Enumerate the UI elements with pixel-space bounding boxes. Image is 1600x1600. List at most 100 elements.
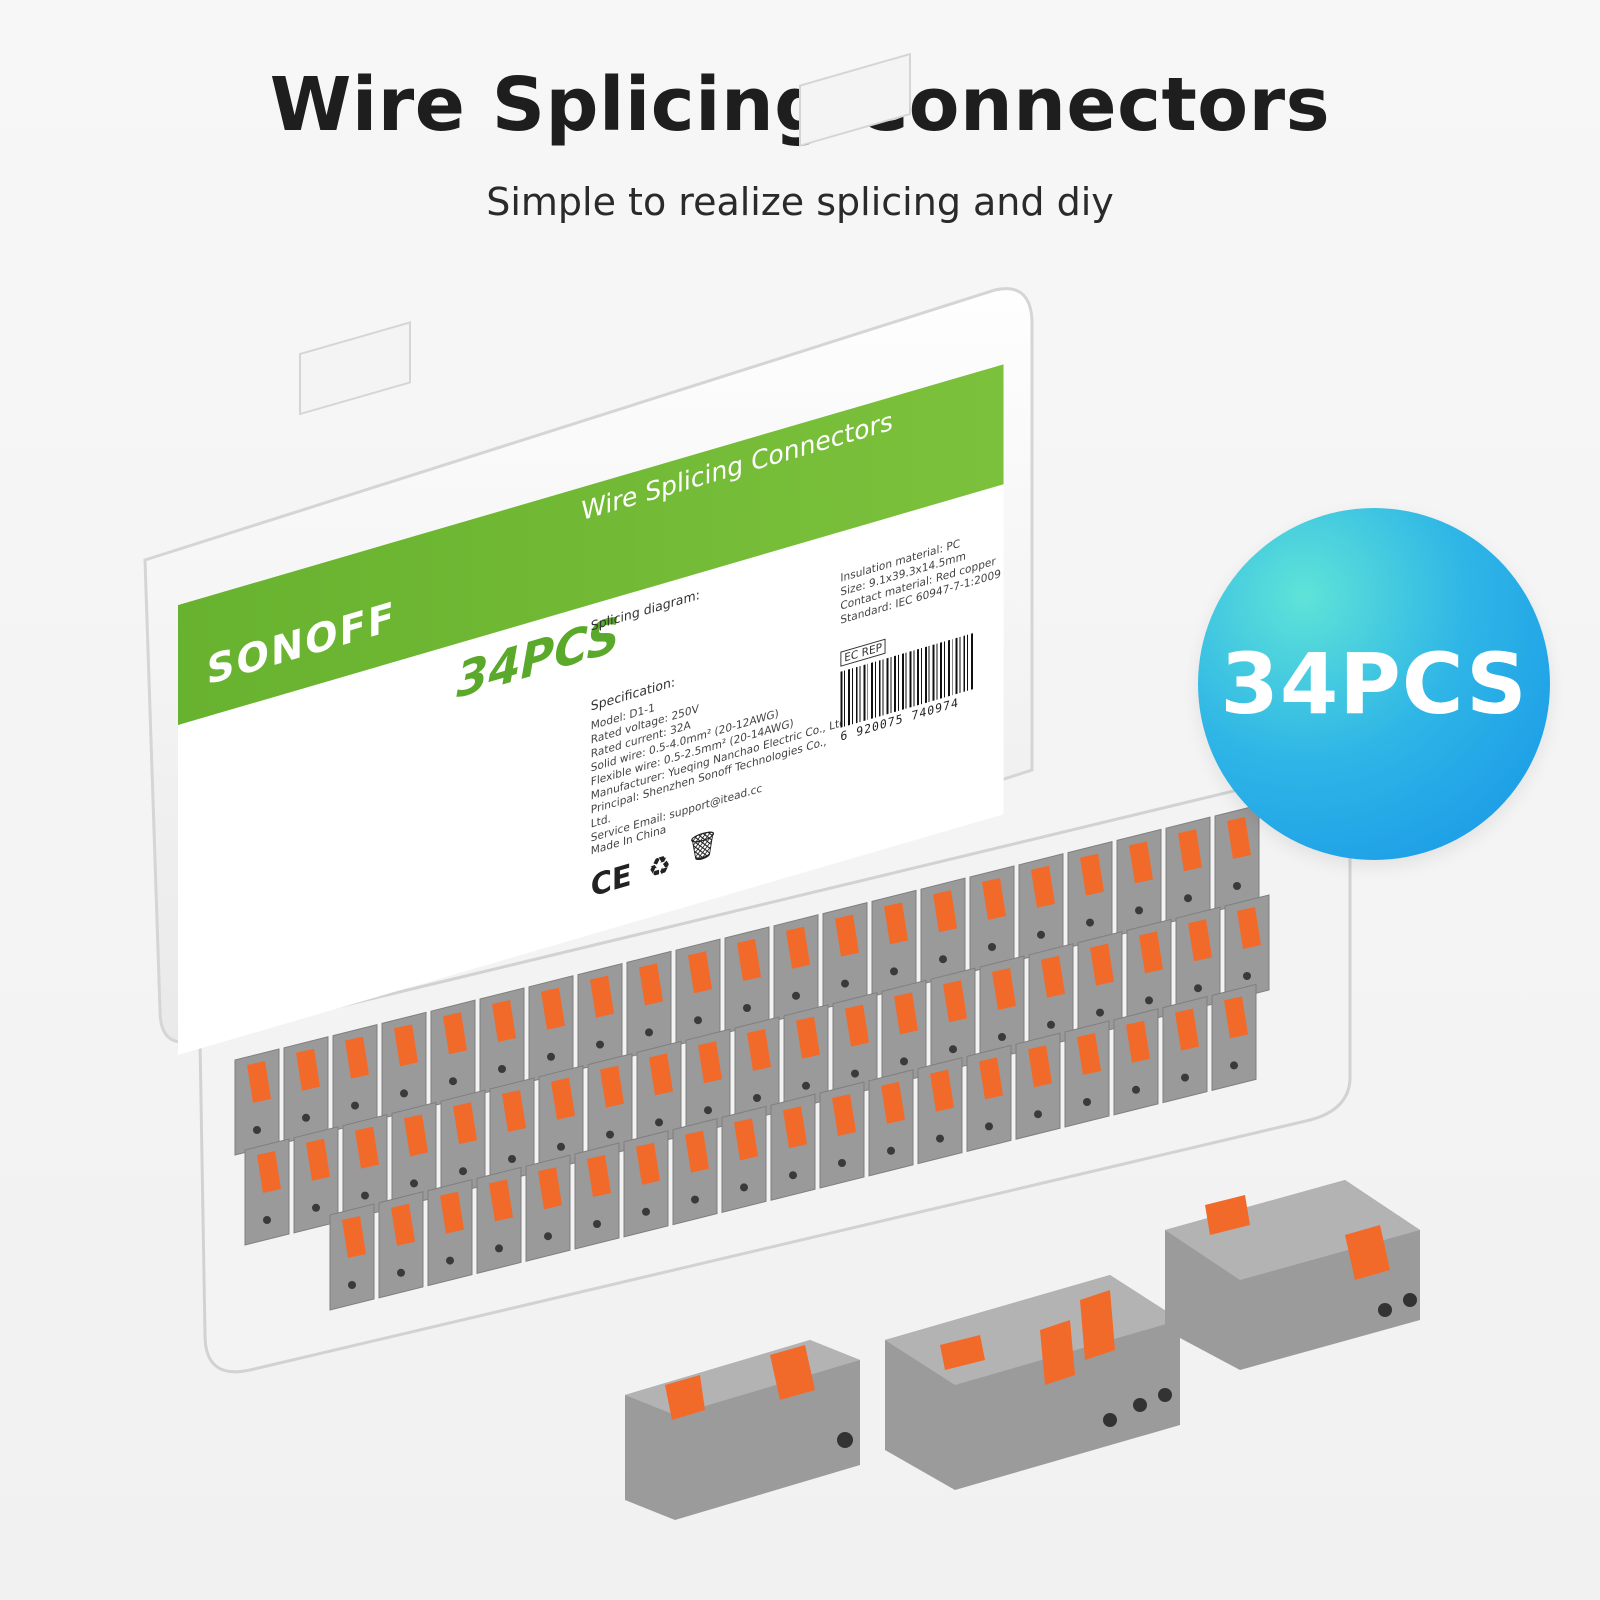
tray-connector-lever — [394, 1024, 418, 1067]
tray-connector-lever — [502, 1090, 526, 1132]
tray-connector-lever — [590, 975, 614, 1018]
connector-rows — [234, 804, 1270, 1311]
tray-connector-hole — [312, 1203, 320, 1212]
tray-connector-lever — [453, 1102, 477, 1145]
tray-connector-lever — [698, 1041, 722, 1084]
tray-connector-hole — [495, 1244, 503, 1253]
tray-connector-lever — [786, 926, 810, 969]
quantity-badge: 34PCS — [1198, 508, 1550, 860]
tray-connector-lever — [636, 1142, 660, 1185]
tray-connector-hole — [410, 1179, 418, 1188]
tray-connector-lever — [541, 987, 565, 1030]
tray-connector-hole — [1132, 1085, 1140, 1094]
tray-connector-lever — [1129, 841, 1153, 884]
tray-connector-lever — [1175, 1008, 1199, 1051]
spec-list: Model: D1-1 Rated voltage: 250V Rated cu… — [591, 644, 850, 846]
tray-connector-hole — [841, 979, 849, 988]
tray-connector-hole — [361, 1191, 369, 1200]
tray-connector-lever — [649, 1053, 673, 1096]
tray-connector-hole — [949, 1045, 957, 1054]
tray-connector-hole — [851, 1069, 859, 1078]
tray-connector-hole — [838, 1159, 846, 1167]
tray-connector-lever — [992, 968, 1016, 1010]
tray-connector-lever — [1224, 996, 1248, 1039]
tray-connector-hole — [988, 943, 996, 951]
tray-connector-hole — [302, 1113, 310, 1122]
tray-connector-lever — [1090, 943, 1114, 986]
tray-connector-lever — [1126, 1020, 1150, 1063]
tray-connector-lever — [1041, 955, 1065, 998]
tray-connector-hole — [655, 1118, 663, 1127]
tray-connector-hole — [936, 1134, 944, 1143]
tray-connector-hole — [1083, 1098, 1091, 1106]
tray-connector-lever — [342, 1216, 366, 1258]
tray-connector-lever — [943, 980, 967, 1023]
tray-connector-lever — [845, 1004, 869, 1047]
tray-connector-hole — [998, 1033, 1006, 1041]
material-list: Insulation material: PC Size: 9.1x39.3x1… — [840, 524, 1003, 628]
tray-connector-lever — [796, 1016, 820, 1059]
tray-connector-hole — [459, 1167, 467, 1176]
tray-connector-lever — [894, 992, 918, 1035]
tray-connector-hole — [1194, 984, 1202, 993]
tray-connector-hole — [446, 1256, 454, 1265]
recycle-icon: ♻ — [648, 849, 671, 886]
tray-connector-hole — [890, 967, 898, 976]
tray-connector-hole — [985, 1122, 993, 1131]
tray-connector-hole — [694, 1016, 702, 1025]
tray-connector-hole — [1135, 906, 1143, 915]
tray-connector-lever — [982, 878, 1006, 920]
tray-connector-lever — [933, 890, 957, 933]
tray-connector-hole — [704, 1106, 712, 1115]
tray-connector-hole — [1184, 894, 1192, 903]
tray-connector-lever — [1031, 865, 1055, 908]
tray-connector-lever — [443, 1012, 467, 1055]
tray-connector-lever — [1237, 907, 1261, 949]
tray-connector-lever — [884, 902, 908, 945]
tray-connector-hole — [253, 1126, 261, 1134]
tray-connector-hole — [544, 1232, 552, 1241]
tray-connector-lever — [355, 1126, 379, 1169]
tray-connector-lever — [639, 963, 663, 1006]
tray-connector-lever — [734, 1118, 758, 1161]
tray-connector-hole — [596, 1040, 604, 1049]
tray-connector-lever — [979, 1057, 1003, 1100]
loose-connector-single — [625, 1340, 860, 1520]
tray-connector-hole — [547, 1052, 555, 1061]
tray-connector-lever — [247, 1061, 271, 1103]
tray-connector-lever — [1188, 919, 1212, 962]
tray-connector-lever — [257, 1151, 281, 1193]
tray-connector-hole — [400, 1089, 408, 1098]
tray-connector-hole — [606, 1130, 614, 1139]
loose-connector-triple — [885, 1275, 1180, 1490]
tray-connector-lever — [1178, 829, 1202, 872]
tray-connector-lever — [306, 1138, 330, 1181]
tray-connector-hole — [691, 1195, 699, 1204]
tray-connector-hole — [1086, 918, 1094, 927]
tray-connector-lever — [492, 1000, 516, 1042]
tray-connector-hole — [1037, 930, 1045, 939]
tray-connector-lever — [688, 951, 712, 994]
tray-connector-lever — [747, 1029, 771, 1071]
loose-connector-double — [1165, 1180, 1420, 1370]
tray-connector-hole — [263, 1216, 271, 1224]
tray-connector-hole — [1096, 1008, 1104, 1017]
tray-connector-hole — [397, 1268, 405, 1277]
tray-connector-lever — [404, 1114, 428, 1157]
tray-connector-hole — [753, 1094, 761, 1102]
tray-connector-lever — [930, 1069, 954, 1112]
tray-connector-lever — [685, 1130, 709, 1173]
tray-connector-hole — [449, 1077, 457, 1086]
tray-connector-hole — [642, 1207, 650, 1216]
tray-connector-hole — [789, 1171, 797, 1180]
tray-connector-hole — [900, 1057, 908, 1066]
lid-hinge-left — [299, 321, 411, 416]
tray-connector-lever — [440, 1191, 464, 1234]
tray-connector-hole — [645, 1028, 653, 1037]
tray-connector-lever — [489, 1179, 513, 1222]
tray-connector-lever — [881, 1081, 905, 1124]
tray-connector-lever — [835, 914, 859, 957]
tray-connector-lever — [1139, 931, 1163, 974]
tray-connector-lever — [1227, 817, 1251, 859]
tray-connector-hole — [508, 1155, 516, 1163]
